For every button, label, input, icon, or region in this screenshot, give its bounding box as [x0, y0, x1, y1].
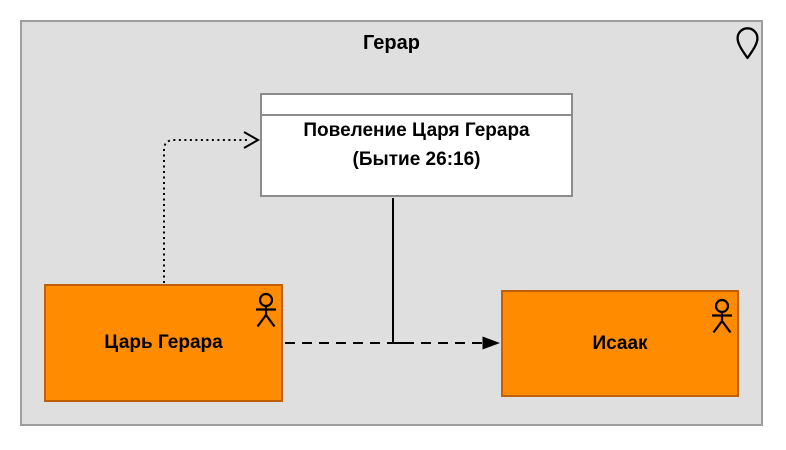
node-king-label: Царь Герара: [104, 332, 223, 353]
open-arrowhead: [243, 131, 261, 149]
actor-icon: [256, 292, 276, 328]
node-command-label-line2: (Бытие 26:16): [352, 149, 481, 170]
actor-icon: [712, 298, 732, 334]
node-king-of-gerar[interactable]: Царь Герара: [44, 284, 283, 402]
location-pin-icon: [736, 27, 759, 60]
association-edge[interactable]: [392, 198, 405, 344]
flow-edge[interactable]: [285, 336, 500, 350]
node-command-header: [262, 95, 571, 116]
container-title: Герар: [362, 32, 420, 54]
filled-arrowhead: [482, 336, 500, 350]
node-isaac[interactable]: Исаак: [501, 290, 739, 397]
access-edge[interactable]: [163, 131, 261, 283]
node-command-of-king[interactable]: Повеление Царя Герара (Бытие 26:16): [260, 93, 573, 197]
node-command-label-line1: Повеление Царя Герара: [303, 120, 530, 141]
node-isaac-label: Исаак: [592, 332, 648, 354]
